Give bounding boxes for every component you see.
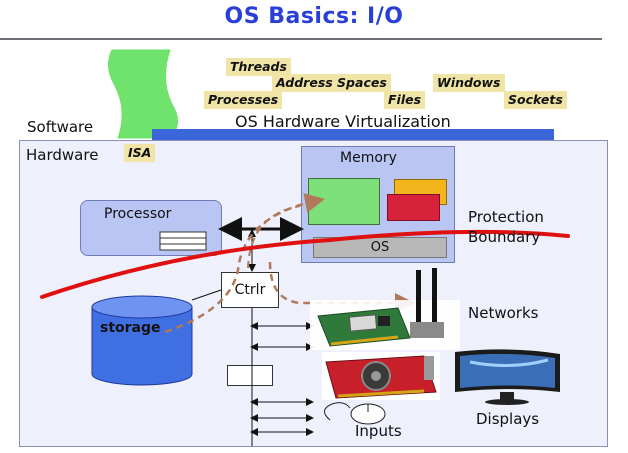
inputs-label: Inputs (355, 422, 402, 440)
protection-label-line2: Boundary (468, 228, 541, 246)
virtualization-label: OS Hardware Virtualization (235, 112, 451, 131)
title-divider (0, 38, 602, 40)
hardware-label: Hardware (26, 146, 99, 164)
controller-box: Ctrlr (221, 272, 279, 308)
slide-title: OS Basics: I/O (224, 4, 404, 29)
tag-processes: Processes (204, 91, 283, 109)
tag-windows: Windows (433, 74, 505, 92)
tag-sockets: Sockets (504, 91, 567, 109)
tag-threads: Threads (226, 58, 291, 76)
tag-isa: ISA (124, 144, 156, 162)
os-region: OS (313, 237, 447, 258)
processor-label: Processor (104, 206, 172, 222)
protection-label-line1: Protection (468, 208, 544, 226)
virtualization-bar (152, 129, 554, 140)
storage-label: storage (100, 320, 161, 336)
networks-label: Networks (468, 304, 539, 322)
memory-region-red (387, 194, 440, 221)
software-label: Software (27, 118, 94, 136)
displays-label: Displays (476, 410, 540, 428)
memory-label: Memory (340, 150, 397, 166)
io-bus-box (227, 365, 273, 386)
tag-files: Files (384, 91, 426, 109)
tag-address-spaces: Address Spaces (272, 74, 391, 92)
